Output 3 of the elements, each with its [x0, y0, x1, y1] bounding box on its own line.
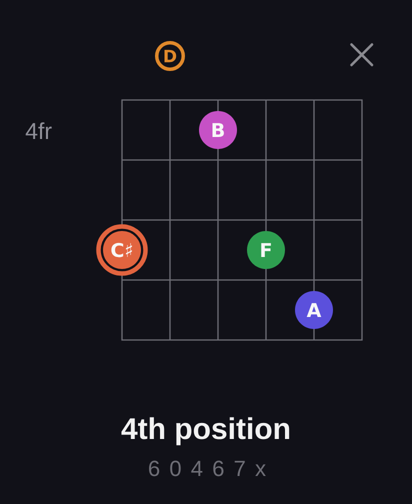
fingering: 6 0 4 6 7 x — [149, 460, 266, 476]
title: 4th position — [121, 417, 290, 446]
fret-number: 4fr — [26, 122, 52, 139]
